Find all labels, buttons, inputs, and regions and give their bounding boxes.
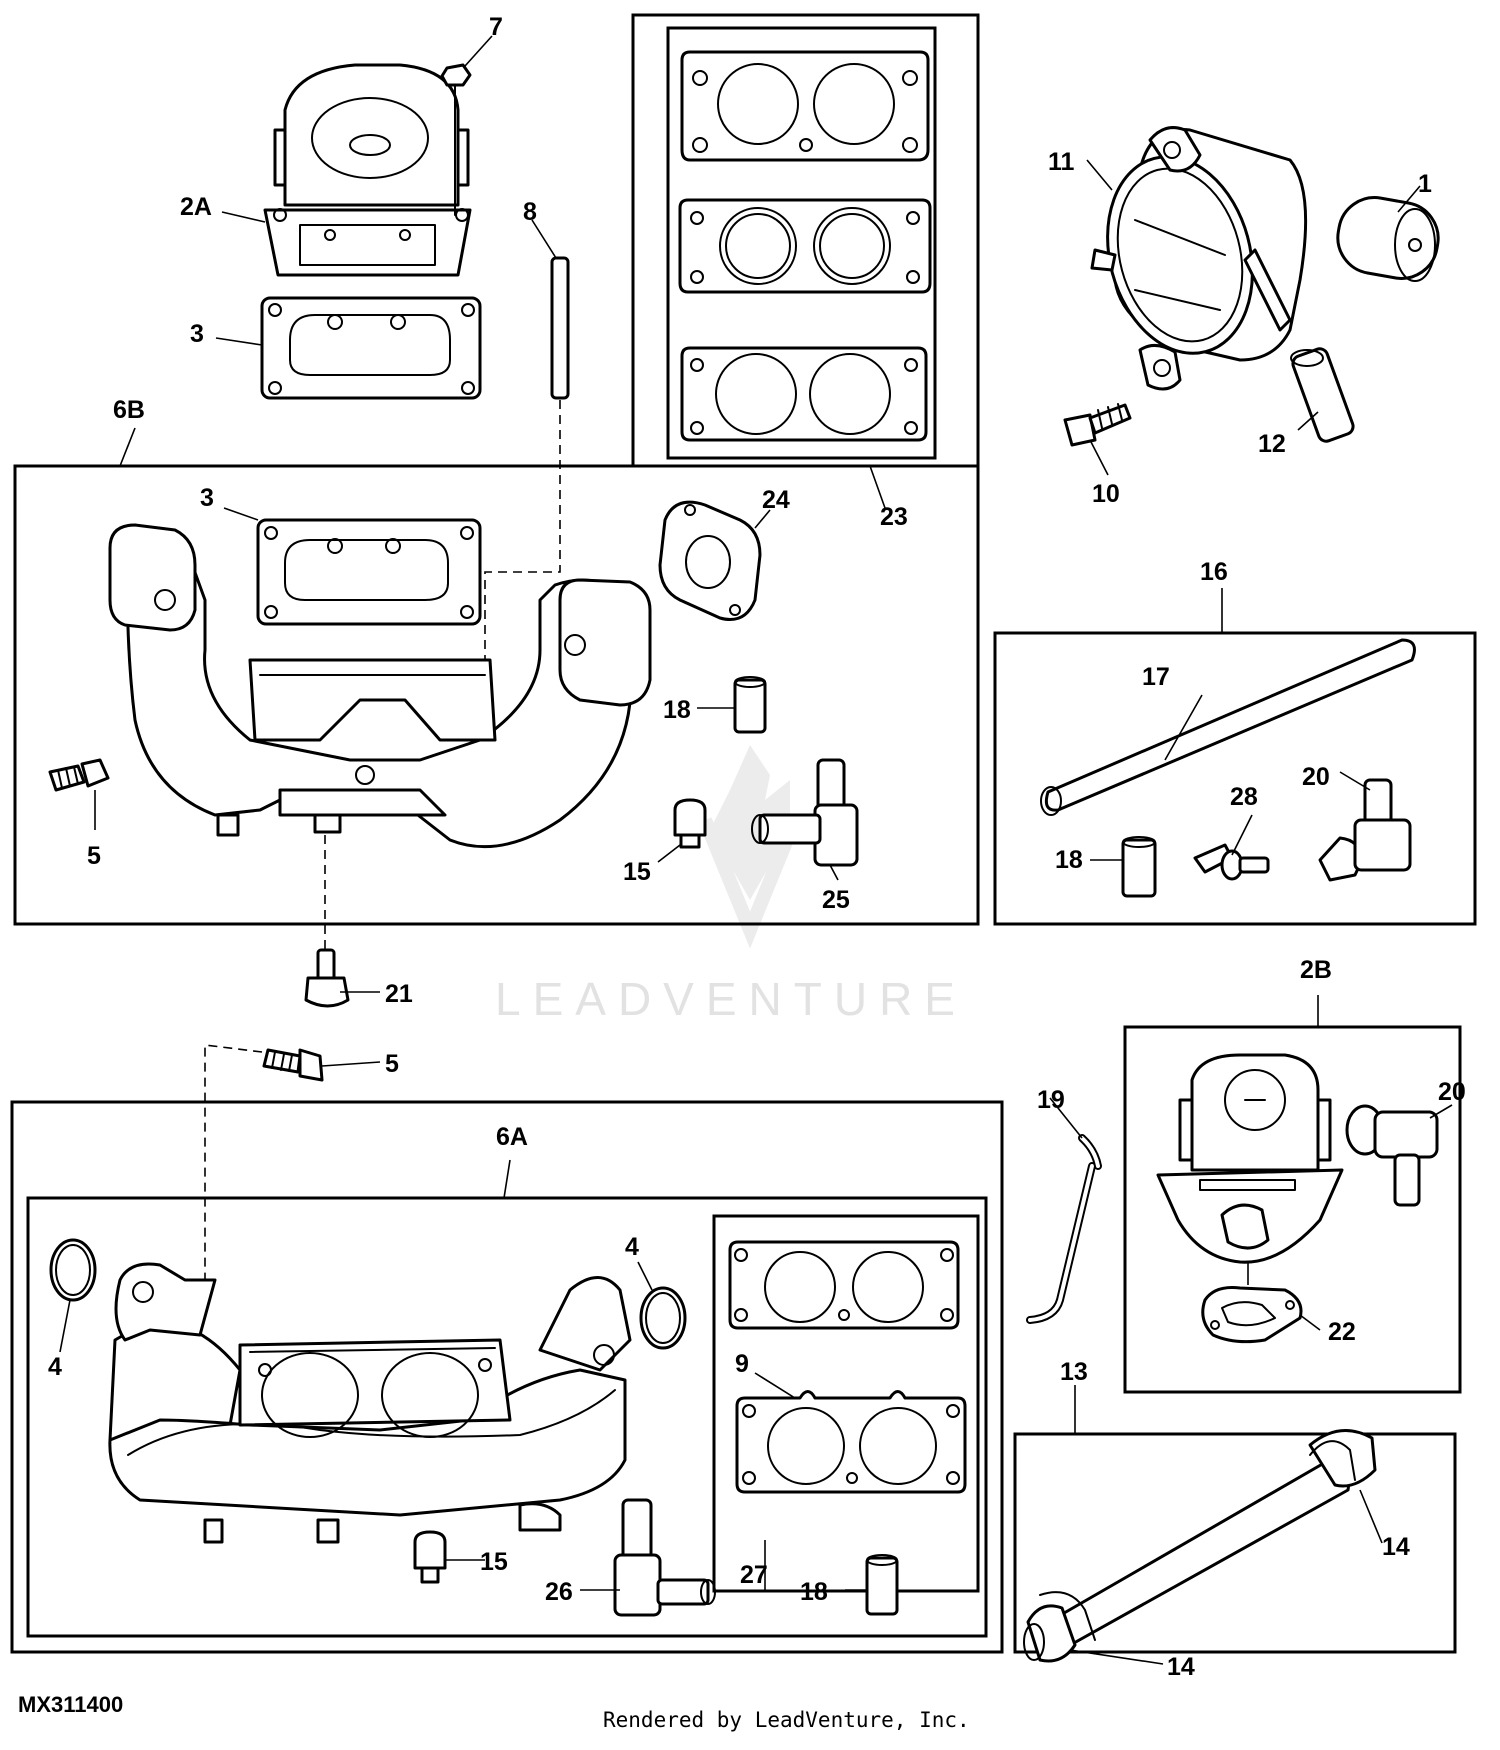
callout-6A: 6A [496,1123,528,1151]
gasket-3-top [260,296,482,400]
nut-7 [440,63,472,216]
manifold-6A [108,1262,632,1544]
manifold-6B [108,518,652,849]
fitting-20-2B [1345,1104,1439,1207]
box-13 [1013,1432,1457,1654]
sleeve-18-6B [733,676,767,734]
callout-20-16: 20 [1302,763,1330,791]
gasket-3-lower [256,518,482,626]
plug-15-6A [413,1530,447,1584]
stud-8 [484,256,570,660]
callout-13: 13 [1060,1358,1088,1386]
screw-10 [1063,403,1132,447]
figure-id: MX311400 [18,1692,123,1717]
leaders [59,35,1453,1665]
callout-2A: 2A [180,193,212,221]
breather-cover-2A [263,63,472,277]
breather-cover-2B [1156,1053,1344,1344]
bolt-21 [304,835,350,1008]
filter-1 [1336,196,1440,282]
callout-6B: 6B [113,396,145,424]
box-2B [1123,1025,1462,1394]
callout-12: 12 [1258,430,1286,458]
callout-27: 27 [740,1561,768,1589]
callout-17: 17 [1142,663,1170,691]
elbow-25 [751,758,859,867]
callout-2B: 2B [1300,956,1332,984]
callout-26: 26 [545,1578,573,1606]
callout-14-bottom: 14 [1167,1653,1195,1681]
o-ring-4-right [639,1286,687,1350]
callout-labels: 7 2A 8 3 6B 3 24 23 11 1 12 10 16 17 28 … [48,13,1466,1681]
credit-line: Rendered by LeadVenture, Inc. [603,1708,970,1732]
callout-28: 28 [1230,783,1258,811]
callout-16: 16 [1200,558,1228,586]
gasket-set-27 [728,1240,967,1494]
fitting-28 [1193,843,1270,881]
callout-18-6A: 18 [800,1578,828,1606]
bolt-5-6B [48,758,110,792]
box-6A-inner [26,1196,988,1638]
gasket-set-23 [678,50,932,442]
callout-3-top: 3 [190,320,204,348]
callout-18-16: 18 [1055,846,1083,874]
bolt-5-6A [204,1044,324,1285]
fitting-20-16 [1318,778,1412,882]
callout-15-6A: 15 [480,1548,508,1576]
watermark-text: LEADVENTURE [495,973,967,1025]
fuel-pump-11 [1090,126,1308,391]
callout-21: 21 [385,980,413,1008]
callout-18-6B: 18 [663,696,691,724]
sleeve-18-6A [865,1554,899,1616]
callout-3-lower: 3 [200,484,214,512]
box-16 [993,631,1477,926]
callout-4-right: 4 [625,1233,639,1261]
sleeve-12 [1290,347,1355,443]
watermark: LEADVENTURE [495,745,967,1025]
callout-5-6B: 5 [87,842,101,870]
callout-25: 25 [822,886,850,914]
callout-20-2B: 20 [1438,1078,1466,1106]
callout-9: 9 [735,1350,749,1378]
box-6B [13,464,980,926]
box-27 [712,1214,980,1593]
callout-24: 24 [762,486,790,514]
callout-11: 11 [1048,148,1075,176]
hose-13 [1023,1428,1377,1663]
box-23-inner [666,26,937,460]
callout-15-6B: 15 [623,858,651,886]
callout-7: 7 [489,13,503,41]
callout-1: 1 [1418,170,1432,198]
callout-5-6A: 5 [385,1050,399,1078]
elbow-26 [613,1498,716,1617]
callout-10: 10 [1092,480,1120,508]
o-ring-4-left [49,1238,97,1302]
hose-17 [1040,638,1416,816]
callout-19: 19 [1037,1086,1065,1114]
gasket-24 [658,500,762,621]
sleeve-18-16 [1121,836,1157,898]
callout-4-left: 4 [48,1353,62,1381]
tube-19 [1026,1134,1102,1324]
callout-23: 23 [880,503,908,531]
callout-8: 8 [523,198,537,226]
box-6A [10,1100,1004,1654]
callout-22: 22 [1328,1318,1356,1346]
plug-15-6B [673,798,707,849]
callout-14-top: 14 [1382,1533,1410,1561]
